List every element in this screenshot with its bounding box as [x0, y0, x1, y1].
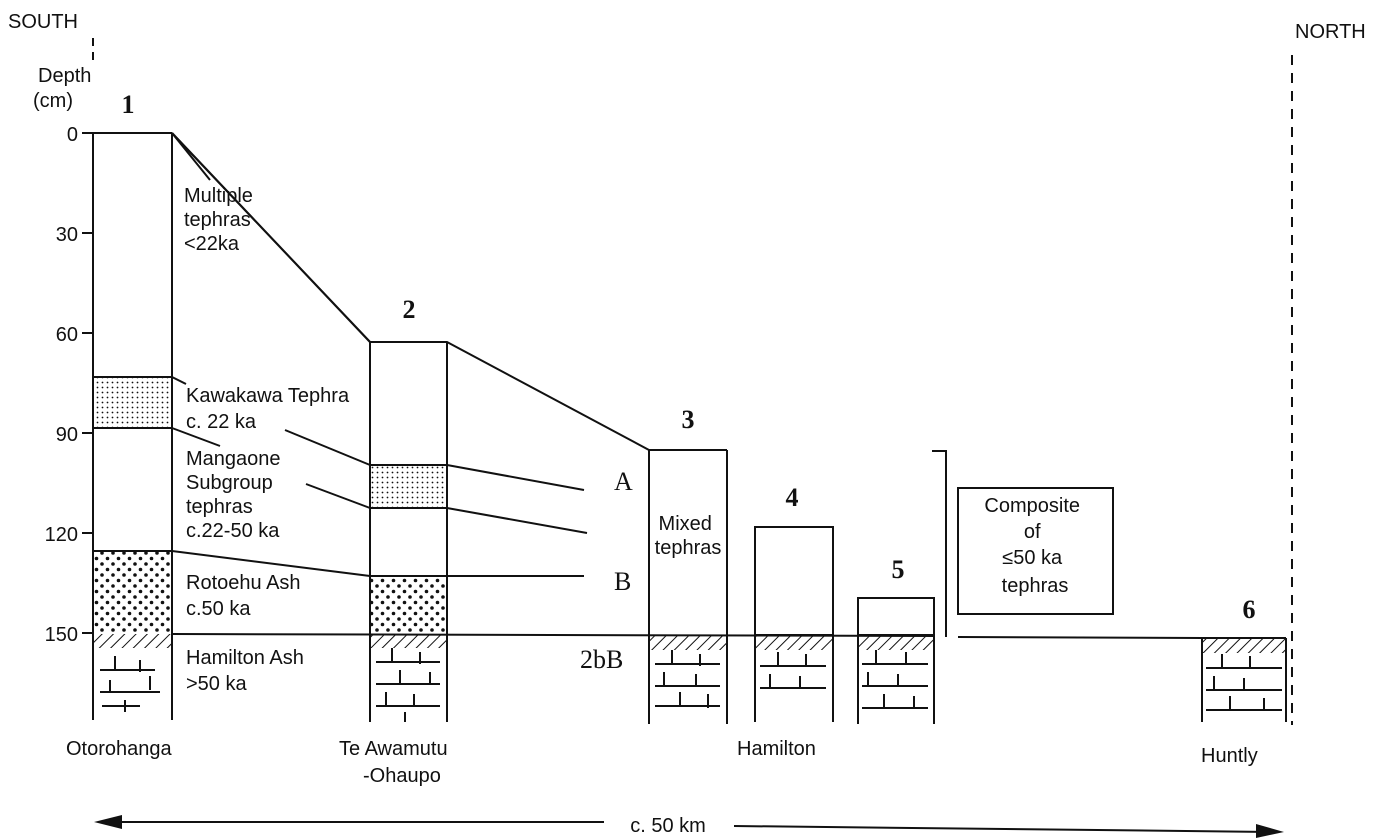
south-label: SOUTH	[8, 11, 78, 33]
depth-tick-label: 30	[56, 224, 78, 246]
paleosol-hatch	[858, 636, 934, 650]
datum-line-150cm	[171, 633, 935, 637]
mixed-tephras-label: Mixed tephras	[655, 513, 722, 559]
hamilton-ash-blocks	[376, 648, 440, 722]
location-label: Hamilton	[737, 738, 816, 760]
unit-label-mangaone: Mangaone Subgroup tephras c.22-50 ka	[186, 448, 286, 542]
location-label: Otorohanga	[66, 738, 173, 760]
composite-label-box	[957, 487, 1114, 615]
mangaone-leader-3	[446, 507, 588, 534]
section-number: 5	[892, 555, 905, 584]
rotoehu-layer	[370, 576, 447, 633]
section-4-column	[754, 526, 834, 722]
hamilton-ash-blocks	[760, 652, 826, 689]
scale-arrow-right	[1256, 824, 1284, 838]
depth-tick-label: 90	[56, 424, 78, 446]
depth-tick-label: 120	[45, 524, 78, 546]
section-2-column	[369, 341, 448, 722]
rotoehu-leader-1	[171, 550, 371, 577]
paleosol-hatch	[755, 636, 833, 650]
marker-b: B	[614, 567, 631, 596]
north-label: NORTH	[1295, 21, 1366, 43]
hamilton-ash-blocks	[655, 650, 720, 708]
scale-arrow-left	[94, 815, 122, 829]
datum-line-north	[957, 636, 1203, 639]
unit-label-multiple-tephras: Multiple tephras <22ka	[184, 185, 258, 255]
section-number: 2	[403, 295, 416, 324]
depth-axis-ticks: 0 30 60 90 120 150	[45, 124, 93, 646]
kawakawa-layer	[370, 465, 447, 508]
marker-a: A	[614, 467, 633, 496]
rotoehu-layer	[93, 551, 172, 633]
unit-label-rotoehu: Rotoehu Ash c.50 ka	[186, 572, 306, 620]
kawakawa-leader-3	[446, 464, 585, 491]
paleosol-hatch	[1202, 639, 1286, 653]
scale-bar-label: c. 50 km	[630, 815, 706, 837]
paleosol-hatch	[649, 636, 727, 650]
depth-axis-unit: (cm)	[33, 90, 73, 112]
kawakawa-leader-2	[284, 429, 371, 466]
section-number: 1	[122, 90, 135, 119]
paleosol-hatch	[370, 634, 447, 648]
surface-correlation-line	[171, 132, 371, 343]
horizon-2bb: 2bB	[580, 645, 623, 674]
section-number: 4	[786, 483, 799, 512]
depth-tick-label: 60	[56, 324, 78, 346]
section-1-column	[92, 132, 173, 720]
hamilton-ash-blocks	[1206, 654, 1282, 711]
section-6-column	[1201, 637, 1287, 722]
kawakawa-layer	[93, 377, 172, 428]
location-label: Huntly	[1201, 745, 1258, 767]
location-label-line2: -Ohaupo	[363, 765, 441, 787]
mangaone-leader-2	[305, 483, 371, 509]
composite-bracket	[932, 450, 947, 637]
location-label: Te Awamutu	[339, 738, 448, 760]
section-number: 3	[682, 405, 695, 434]
composite-label: Composite of ≤50 ka tephras	[984, 495, 1085, 597]
scale-bar: c. 50 km	[94, 815, 1284, 838]
paleosol-hatch	[93, 634, 172, 648]
hamilton-ash-blocks	[862, 650, 928, 709]
depth-axis-title: Depth	[38, 65, 91, 87]
section-3-column	[648, 449, 728, 724]
section-number: 6	[1243, 595, 1256, 624]
kawakawa-leader-1	[171, 376, 187, 385]
unit-label-hamilton-ash: Hamilton Ash >50 ka	[186, 647, 309, 695]
hamilton-ash-blocks	[100, 656, 160, 712]
section-5-column	[857, 597, 935, 724]
depth-tick-label: 150	[45, 624, 78, 646]
depth-tick-label: 0	[67, 124, 78, 146]
mangaone-leader-1	[171, 427, 221, 447]
unit-label-kawakawa: Kawakawa Tephra c. 22 ka	[186, 385, 355, 433]
multiple-tephras-leader	[171, 132, 211, 181]
